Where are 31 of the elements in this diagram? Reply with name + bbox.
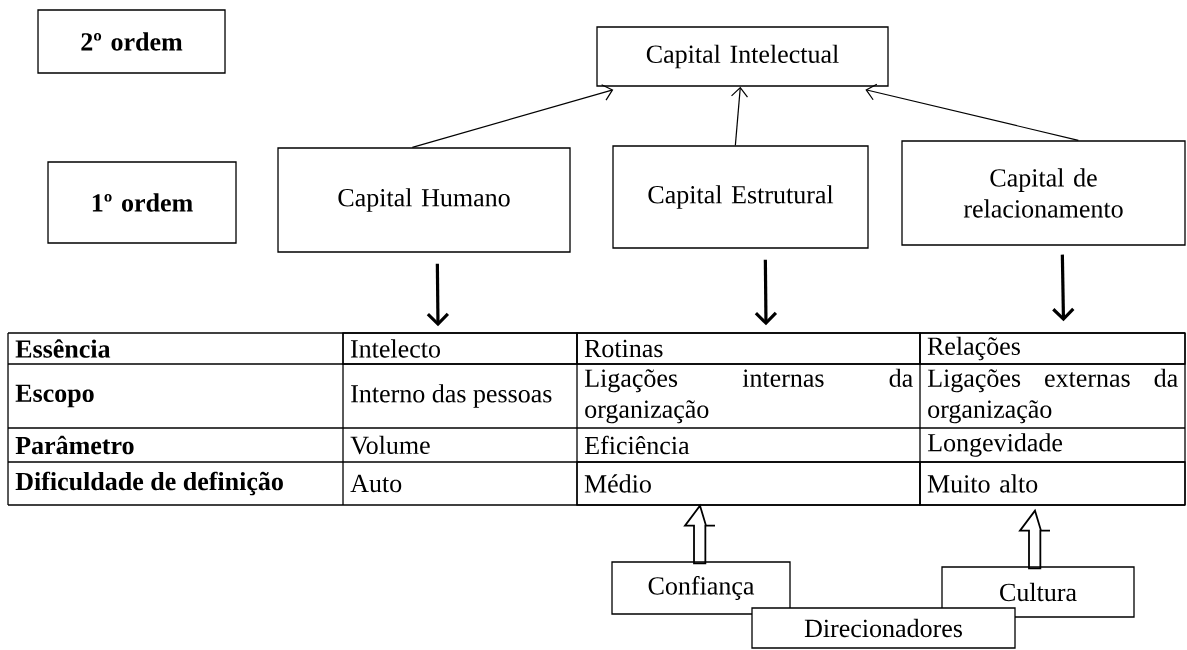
- table-cell: Ligações internas da organização: [584, 368, 913, 424]
- arrow: [754, 259, 778, 326]
- driver-box: Confiança: [611, 561, 791, 615]
- arrow: [1052, 254, 1075, 322]
- driver-box: Cultura: [941, 566, 1135, 618]
- arrow: [865, 83, 1079, 141]
- arrow: [411, 84, 614, 148]
- concept-box: Capital Humano: [277, 147, 571, 253]
- table-cell: Muito alto: [919, 461, 1186, 506]
- table-cell: Parâmetro: [15, 435, 134, 455]
- table-cell: Escopo: [15, 384, 94, 408]
- driver-box: Direcionadores: [751, 607, 1016, 649]
- level-box: 2º ordem: [37, 9, 226, 74]
- arrow: [730, 86, 749, 146]
- table-cell: Dificuldade de definição: [15, 471, 283, 496]
- table-cell: Volume: [350, 435, 430, 455]
- table-cell: Médio: [576, 461, 921, 506]
- concept-box: Capital Intelectual: [596, 26, 889, 87]
- table-cell: Rotinas: [576, 332, 921, 365]
- table-cell: Essência: [15, 339, 111, 358]
- table-cell: Auto: [350, 474, 402, 493]
- table-cell: Relações: [919, 332, 1186, 365]
- arrow: [426, 263, 450, 327]
- table-cell: Ligações externas da organização: [927, 368, 1178, 424]
- table-cell: Interno das pessoas: [351, 384, 552, 408]
- concept-box: Capital Estrutural: [612, 145, 869, 249]
- table-cell: Intelecto: [342, 332, 578, 365]
- concept-box: Capital de relacionamento: [901, 140, 1186, 246]
- table-cell: Longevidade: [927, 433, 1063, 457]
- table-cell: Eficiência: [584, 435, 690, 455]
- level-box: 1º ordem: [47, 161, 237, 244]
